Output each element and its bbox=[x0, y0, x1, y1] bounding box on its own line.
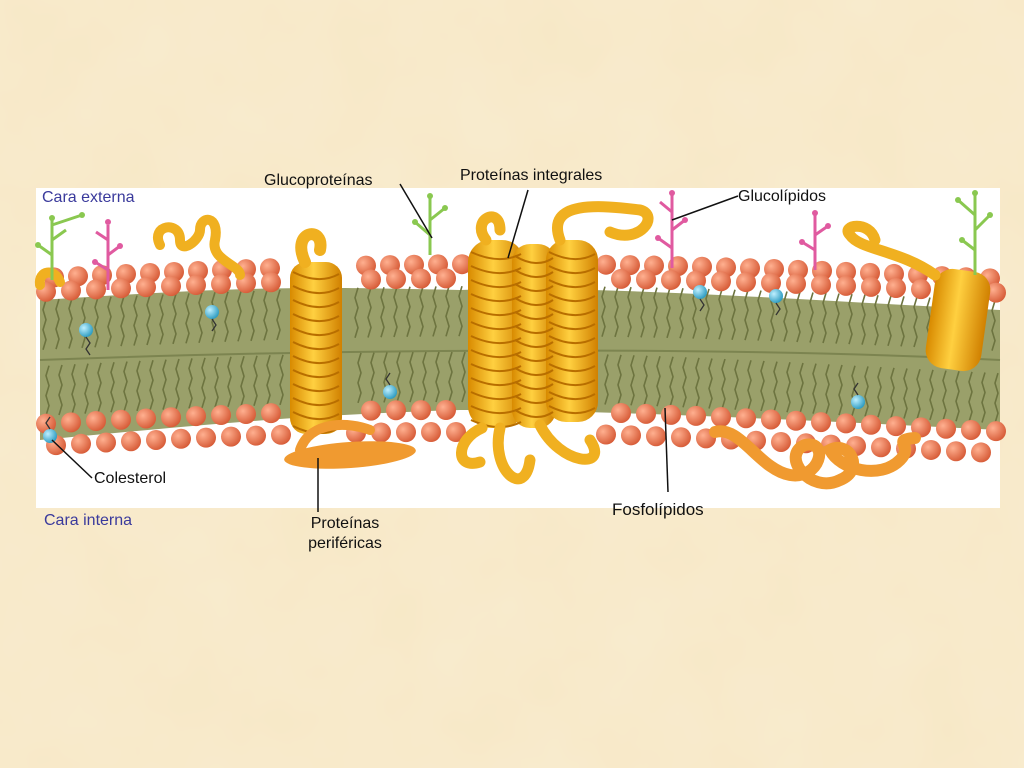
label-cholesterol: Colesterol bbox=[94, 470, 167, 487]
cholesterol-molecule bbox=[769, 289, 783, 303]
cholesterol-molecules bbox=[43, 285, 865, 443]
label-integral-proteins: Proteínas integrales bbox=[460, 167, 603, 184]
transmembrane-helix-protein bbox=[290, 228, 342, 434]
label-peripheral-proteins: Proteínas periféricas bbox=[290, 514, 400, 554]
cholesterol-molecule bbox=[383, 385, 397, 399]
glycoprotein-chains bbox=[37, 195, 992, 280]
cholesterol-molecule bbox=[693, 285, 707, 299]
cholesterol-molecule bbox=[205, 305, 219, 319]
integral-protein-complex bbox=[456, 201, 654, 485]
cholesterol-molecule bbox=[851, 395, 865, 409]
label-leader-lines bbox=[51, 183, 739, 512]
peripheral-protein bbox=[284, 419, 416, 469]
cholesterol-molecule bbox=[43, 429, 57, 443]
glycolipid-chains bbox=[94, 195, 829, 290]
label-inner-face: Cara interna bbox=[44, 512, 133, 529]
label-peripheral-proteins-line1: Proteínas bbox=[310, 515, 380, 532]
label-peripheral-proteins-line2: periféricas bbox=[308, 535, 382, 552]
label-glycolipids: Glucolípidos bbox=[738, 188, 827, 205]
label-outer-face: Cara externa bbox=[42, 189, 135, 206]
integral-protein-right bbox=[842, 220, 991, 372]
label-glycoproteins: Glucoproteínas bbox=[264, 172, 373, 189]
label-phospholipids: Fosfolípidos bbox=[612, 500, 704, 519]
cholesterol-molecule bbox=[79, 323, 93, 337]
peripheral-coil-protein bbox=[709, 425, 921, 490]
peripheral-coil-protein-top bbox=[153, 214, 245, 280]
